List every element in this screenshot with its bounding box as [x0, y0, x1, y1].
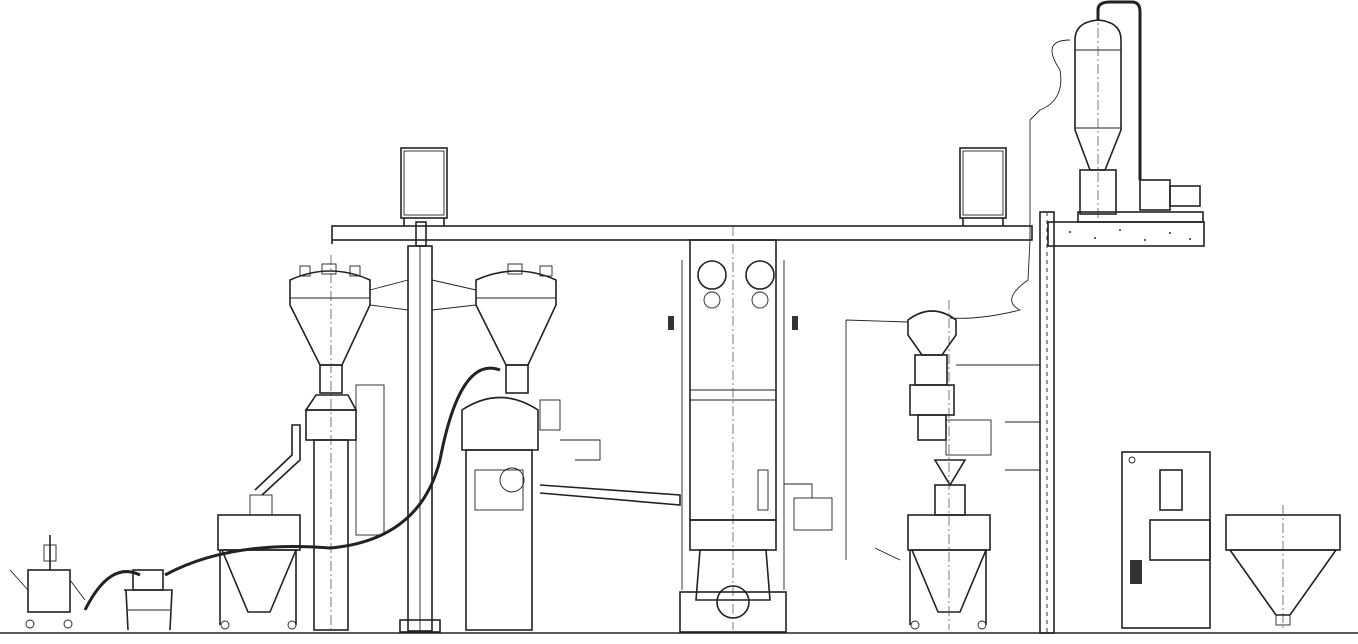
lifting-mixer [1121, 451, 1211, 629]
control-cabinet-left [400, 147, 448, 226]
binder-preparation-tank [9, 535, 86, 629]
dry-mill-tower [845, 300, 1041, 630]
hopper-right [475, 263, 557, 394]
transfer-hose [83, 366, 501, 611]
cone-mill-column [304, 384, 385, 631]
brick-wall [1039, 211, 1055, 634]
feed-conveyor [539, 484, 681, 506]
ibc-bin [1225, 505, 1341, 630]
fluid-bed-dryer [668, 226, 833, 633]
control-cabinet-right [959, 147, 1007, 226]
roof-slab [1047, 221, 1205, 247]
peristaltic-pump-stand [124, 569, 173, 631]
wet-granulator [217, 424, 301, 630]
mezzanine-platform [331, 225, 1033, 244]
vacuum-separator [1029, 0, 1204, 223]
vacuum-hose [949, 120, 1031, 319]
hopper-left [289, 255, 371, 630]
centrifugal-granulator [461, 396, 601, 631]
column-lift [369, 221, 477, 633]
